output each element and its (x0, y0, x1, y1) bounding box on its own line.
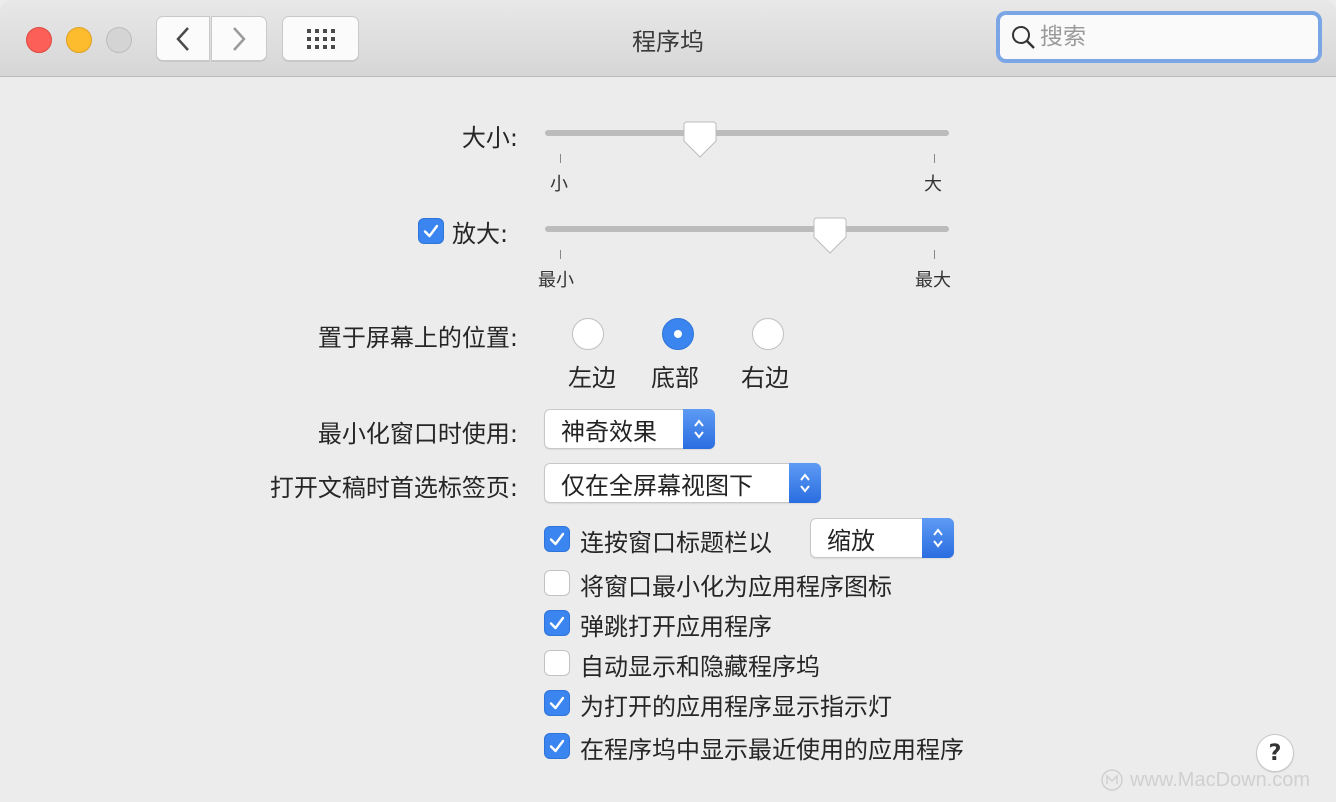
double-click-title-bar-label: 连按窗口标题栏以 (580, 529, 772, 557)
close-button[interactable] (26, 27, 52, 53)
position-option-right-label: 右边 (741, 364, 789, 392)
position-radio-bottom[interactable] (662, 318, 694, 350)
minimize-effect-value: 神奇效果 (561, 417, 657, 446)
magnification-checkbox[interactable] (418, 218, 444, 244)
zoom-button (106, 27, 132, 53)
size-min-label: 小 (550, 174, 568, 195)
double-click-action-popup[interactable]: 缩放 (810, 518, 954, 558)
updown-arrows-icon (789, 463, 821, 503)
watermark: www.MacDown.com (1100, 768, 1310, 792)
auto-hide-dock-checkbox[interactable] (544, 650, 570, 676)
magnification-tick-min (560, 250, 561, 259)
prefer-tabs-label: 打开文稿时首选标签页: (269, 474, 518, 502)
updown-arrows-icon (922, 518, 954, 558)
macdown-logo-icon (1101, 769, 1123, 791)
double-click-title-bar-checkbox[interactable] (544, 526, 570, 552)
minimize-into-app-icon-checkbox[interactable] (544, 570, 570, 596)
magnification-slider-thumb[interactable] (813, 217, 847, 255)
animate-opening-apps-label: 弹跳打开应用程序 (580, 613, 772, 641)
position-option-bottom-label: 底部 (651, 364, 699, 392)
position-radio-left[interactable] (572, 318, 604, 350)
window-title: 程序坞 (632, 28, 704, 56)
forward-button[interactable] (211, 16, 267, 61)
minimize-effect-label: 最小化窗口时使用: (317, 420, 518, 448)
checkmark-icon (549, 616, 565, 630)
grid-icon (306, 28, 335, 49)
search-icon (1012, 26, 1035, 49)
checkmark-icon (549, 696, 565, 710)
magnification-label: 放大: (452, 220, 509, 248)
position-label: 置于屏幕上的位置: (317, 324, 518, 352)
size-slider-thumb[interactable] (683, 121, 717, 159)
minimize-button[interactable] (66, 27, 92, 53)
animate-opening-apps-checkbox[interactable] (544, 610, 570, 636)
magnification-min-label: 最小 (538, 270, 574, 291)
chevron-right-icon (233, 26, 246, 51)
size-tick-max (934, 154, 935, 163)
size-label: 大小: (461, 124, 518, 152)
size-tick-min (560, 154, 561, 163)
show-indicators-checkbox[interactable] (544, 690, 570, 716)
help-button[interactable]: ? (1256, 734, 1294, 772)
title-bar: 程序坞 (0, 0, 1336, 77)
magnification-slider-track[interactable] (545, 226, 949, 232)
updown-arrows-icon (683, 409, 715, 449)
size-slider-track[interactable] (545, 130, 949, 136)
position-option-left-label: 左边 (568, 364, 616, 392)
prefer-tabs-value: 仅在全屏幕视图下 (561, 471, 753, 500)
show-all-button[interactable] (282, 16, 359, 61)
show-recent-apps-label: 在程序坞中显示最近使用的应用程序 (580, 736, 964, 764)
checkmark-icon (549, 739, 565, 753)
position-radio-right[interactable] (752, 318, 784, 350)
watermark-text: www.MacDown.com (1130, 768, 1311, 791)
search-field[interactable] (996, 11, 1322, 63)
show-indicators-label: 为打开的应用程序显示指示灯 (580, 693, 892, 721)
size-max-label: 大 (924, 174, 942, 195)
double-click-action-value: 缩放 (827, 526, 875, 555)
search-input[interactable] (1038, 23, 1302, 51)
back-button[interactable] (156, 16, 210, 61)
chevron-left-icon (176, 26, 189, 51)
magnification-tick-max (934, 250, 935, 259)
magnification-max-label: 最大 (915, 270, 951, 291)
minimize-effect-popup[interactable]: 神奇效果 (544, 409, 715, 449)
auto-hide-dock-label: 自动显示和隐藏程序坞 (580, 653, 820, 681)
minimize-into-app-icon-label: 将窗口最小化为应用程序图标 (580, 573, 892, 601)
prefer-tabs-popup[interactable]: 仅在全屏幕视图下 (544, 463, 821, 503)
checkmark-icon (423, 224, 439, 238)
show-recent-apps-checkbox[interactable] (544, 733, 570, 759)
checkmark-icon (549, 532, 565, 546)
